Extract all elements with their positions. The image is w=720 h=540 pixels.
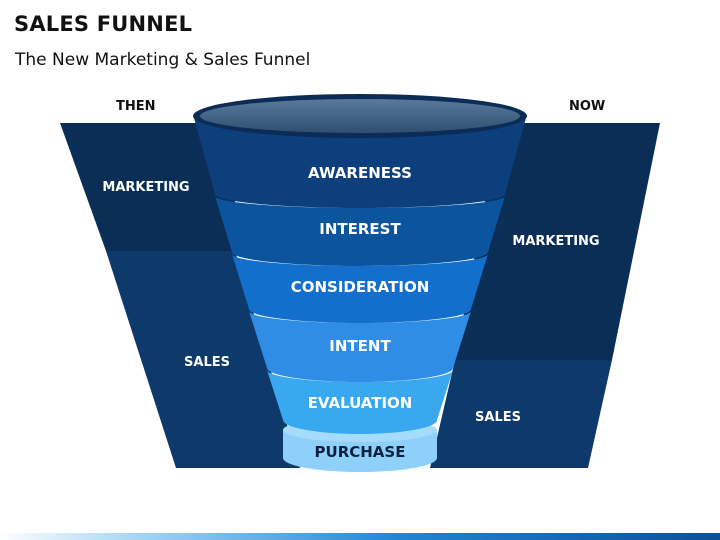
funnel-stage-label: INTENT xyxy=(329,337,391,355)
then-panel: MARKETING SALES xyxy=(60,123,300,468)
now-heading: NOW xyxy=(569,99,606,114)
funnel-stage-consideration: CONSIDERATION xyxy=(232,254,488,323)
funnel-stage-evaluation: EVALUATION xyxy=(267,370,453,434)
page-subtitle: The New Marketing & Sales Funnel xyxy=(15,50,311,70)
now-sales-label: SALES xyxy=(475,410,521,425)
now-sales-block xyxy=(430,360,612,468)
funnel-stage-label: CONSIDERATION xyxy=(291,278,430,296)
funnel-stage-label: PURCHASE xyxy=(315,443,406,461)
then-sales-label: SALES xyxy=(184,355,230,370)
funnel-stage-label: AWARENESS xyxy=(308,164,412,182)
then-marketing-block xyxy=(60,123,235,251)
funnel-stage-awareness: AWARENESS xyxy=(194,118,526,208)
funnel-stage-label: EVALUATION xyxy=(308,394,413,412)
funnel: PURCHASE EVALUATION INTENT CONSIDERATION… xyxy=(193,94,527,472)
funnel-stage-interest: INTEREST xyxy=(215,196,505,266)
funnel-stage-intent: INTENT xyxy=(249,311,471,382)
then-sales-block xyxy=(106,251,300,468)
funnel-stage-label: INTEREST xyxy=(319,220,401,238)
now-marketing-label: MARKETING xyxy=(512,234,599,249)
then-marketing-label: MARKETING xyxy=(102,180,189,195)
bottom-accent-bar xyxy=(0,533,720,540)
then-heading: THEN xyxy=(116,99,156,114)
page-title: SALES FUNNEL xyxy=(14,12,193,36)
funnel-rim xyxy=(193,94,527,138)
